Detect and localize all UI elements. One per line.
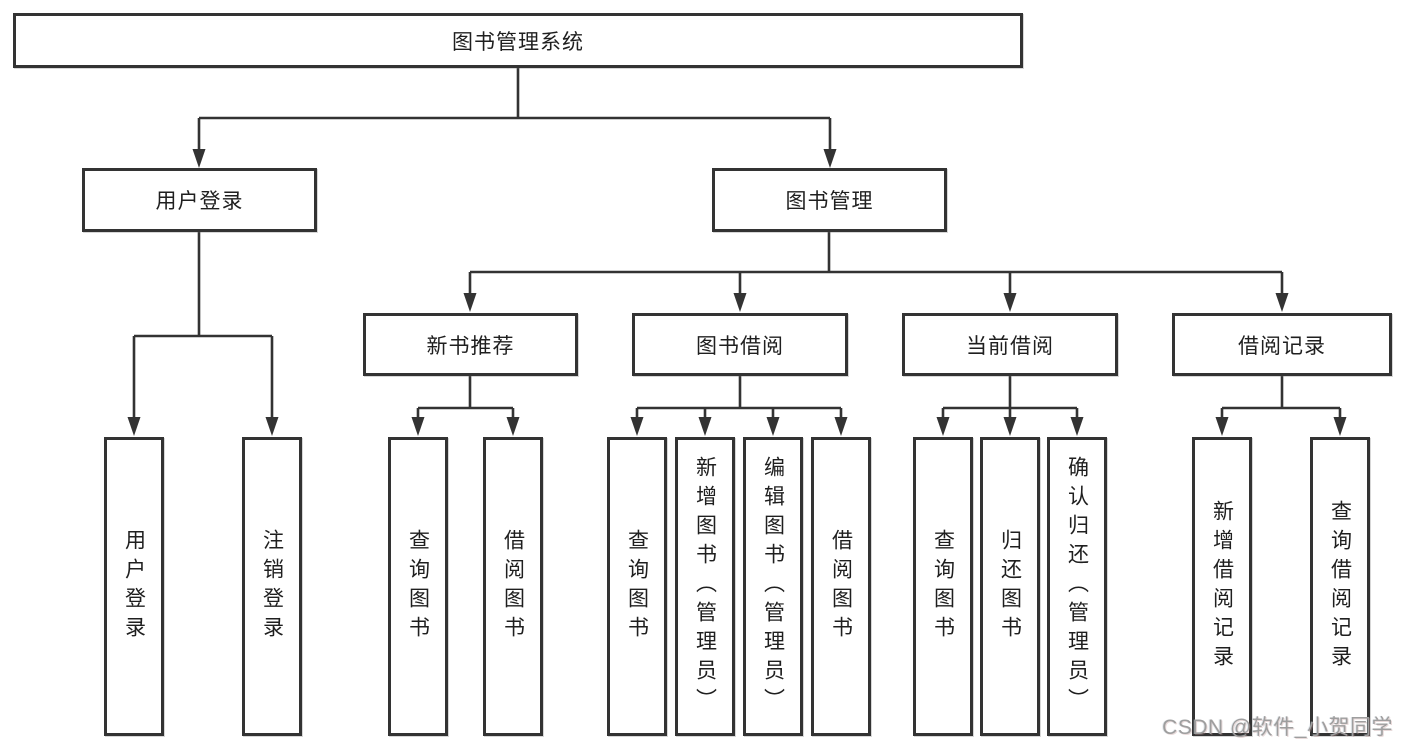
arrowhead-icon: [823, 149, 837, 168]
node-label: 查询图书: [931, 528, 955, 645]
leaf-borrow-books-recommend: 借阅图书: [483, 437, 543, 736]
leaf-confirm-return-admin: 确认归还（管理员）: [1047, 437, 1107, 736]
node-label: 图书管理: [785, 190, 874, 213]
node-label: 编辑图书（管理员）: [761, 456, 785, 717]
node-label: 新书推荐: [426, 334, 515, 358]
connector-borrowing-records-children: [1215, 376, 1347, 436]
node-label: 当前借阅: [966, 334, 1054, 358]
leaf-query-books-recommend: 查询图书: [388, 437, 448, 736]
arrowhead-icon: [1003, 293, 1017, 312]
leaf-query-borrow-record: 查询借阅记录: [1310, 437, 1370, 736]
leaf-user-login: 用户登录: [104, 437, 164, 736]
connector-new-book-children: [411, 376, 520, 436]
arrowhead-icon: [411, 417, 425, 436]
node-label: 注销登录: [260, 528, 284, 645]
leaf-logout: 注销登录: [242, 437, 302, 736]
node-label: 归还图书: [998, 528, 1022, 645]
node-label: 用户登录: [155, 190, 244, 213]
connector-root-to-level2: [192, 68, 837, 168]
node-new-book-recommendation: 新书推荐: [363, 313, 578, 376]
node-label: 新增图书（管理员）: [693, 456, 717, 717]
arrowhead-icon: [766, 417, 780, 436]
arrowhead-icon: [1215, 417, 1229, 436]
leaf-query-books-borrowing: 查询图书: [607, 437, 667, 736]
connector-book-borrowing-children: [630, 376, 848, 436]
leaf-return-books: 归还图书: [980, 437, 1040, 736]
arrowhead-icon: [1003, 417, 1017, 436]
node-label: 借阅图书: [829, 528, 853, 645]
leaf-add-borrow-record: 新增借阅记录: [1192, 437, 1252, 736]
arrowhead-icon: [834, 417, 848, 436]
node-borrowing-records: 借阅记录: [1172, 313, 1392, 376]
arrowhead-icon: [698, 417, 712, 436]
node-label: 图书借阅: [696, 334, 784, 358]
node-label: 图书管理系统: [452, 30, 584, 54]
node-label: 用户登录: [122, 528, 146, 645]
arrowhead-icon: [506, 417, 520, 436]
node-user-login: 用户登录: [82, 168, 317, 232]
node-label: 借阅记录: [1238, 334, 1326, 358]
arrowhead-icon: [630, 417, 644, 436]
connector-user-login-children: [127, 232, 279, 436]
watermark-text: CSDN @软件_小贺同学: [1162, 716, 1393, 739]
arrowhead-icon: [733, 293, 747, 312]
node-label: 查询图书: [406, 528, 430, 645]
arrowhead-icon: [1333, 417, 1347, 436]
connector-current-borrowing-children: [936, 376, 1084, 436]
node-book-management: 图书管理: [712, 168, 947, 232]
arrowhead-icon: [127, 417, 141, 436]
node-label: 查询图书: [625, 528, 649, 645]
leaf-borrow-books-borrowing: 借阅图书: [811, 437, 871, 736]
arrowhead-icon: [463, 293, 477, 312]
node-label: 借阅图书: [501, 528, 525, 645]
arrowhead-icon: [1275, 293, 1289, 312]
arrowhead-icon: [1070, 417, 1084, 436]
leaf-query-books-current: 查询图书: [913, 437, 973, 736]
node-library-system: 图书管理系统: [13, 13, 1023, 68]
leaf-add-books-admin: 新增图书（管理员）: [675, 437, 735, 736]
arrowhead-icon: [192, 149, 206, 168]
connector-book-management-children: [463, 232, 1289, 312]
node-label: 新增借阅记录: [1210, 499, 1234, 674]
node-current-borrowing: 当前借阅: [902, 313, 1118, 376]
arrowhead-icon: [936, 417, 950, 436]
node-book-borrowing: 图书借阅: [632, 313, 848, 376]
arrowhead-icon: [265, 417, 279, 436]
leaf-edit-books-admin: 编辑图书（管理员）: [743, 437, 803, 736]
node-label: 确认归还（管理员）: [1065, 456, 1089, 717]
node-label: 查询借阅记录: [1328, 499, 1352, 674]
